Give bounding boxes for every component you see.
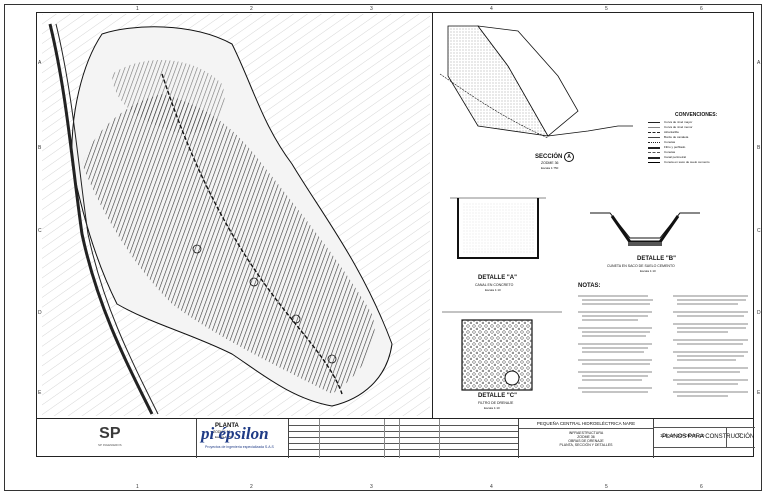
- zone-bottom-1: 1: [136, 484, 139, 490]
- detail-a-title: DETALLE "A": [478, 275, 517, 281]
- detail-b-title: DETALLE "B": [637, 256, 676, 262]
- zone-top-3: 3: [370, 6, 373, 12]
- section-a-drawing: [439, 25, 633, 139]
- zone-top-2: 2: [250, 6, 253, 12]
- zone-side-a: A: [757, 60, 761, 66]
- convention-item: Curva de nivel mayor: [648, 120, 748, 125]
- drawing-number: 1160-IF-ZO-DR-PL-20: [660, 433, 705, 438]
- notes-title: NOTAS:: [578, 283, 601, 289]
- convention-item: Filtro y perfilado: [648, 145, 748, 150]
- detail-a-scale: Escala 1:10: [485, 288, 501, 292]
- detail-a-subtitle: CANAL EN CONCRETO: [475, 283, 514, 287]
- sp-logo-subtitle: SP INGENIEROS: [98, 443, 122, 447]
- detail-a-drawing: [450, 197, 546, 259]
- convention-item: Borde de canaleta: [648, 135, 748, 140]
- zone-top-6: 6: [700, 6, 703, 12]
- sp-logo: SP SP INGENIEROS: [98, 425, 122, 447]
- plan-view-drawing: [42, 14, 430, 416]
- zone-bottom-5: 5: [605, 484, 608, 490]
- sheet-outer-border: [4, 4, 762, 491]
- convention-item: Alcantarilla: [648, 130, 748, 135]
- revision-history-table: [288, 419, 519, 458]
- pi-epsilon-logo: pi épsilon: [201, 424, 269, 444]
- zone-side-b: B: [757, 145, 761, 151]
- zone-side-e: E: [757, 390, 761, 396]
- sp-logo-text: SP: [99, 425, 121, 442]
- view-divider: [432, 12, 433, 418]
- pi-epsilon-logo-subtitle: Proyectos de ingeniería especializada S.…: [205, 445, 274, 449]
- conventions-title: CONVENCIONES:: [675, 112, 718, 118]
- zone-top-4: 4: [490, 6, 493, 12]
- convention-item: Cunetas: [648, 150, 748, 155]
- section-a-subtitle: ZODME 36: [541, 161, 559, 165]
- zone-bottom-6: 6: [700, 484, 703, 490]
- zone-bottom-4: 4: [490, 484, 493, 490]
- detail-b-drawing: [590, 212, 700, 246]
- revision-number: 0: [738, 433, 741, 439]
- zone-bottom-3: 3: [370, 484, 373, 490]
- convention-item: Cunetas: [648, 140, 748, 145]
- notes-text-block: [578, 295, 748, 397]
- detail-c-scale: Escala 1:10: [484, 406, 500, 410]
- zone-side-c: C: [757, 228, 761, 234]
- title-block: SP SP INGENIEROS pi épsilon Proyectos de…: [36, 418, 755, 458]
- project-title-cell: PEQUEÑA CENTRAL HIDROELÉCTRICA NARE INFR…: [518, 419, 653, 458]
- zone-side-d: D: [757, 310, 761, 316]
- zone-top-1: 1: [136, 6, 139, 12]
- planos-para-construccion-label: PLANOS PARA CONSTRUCCIÓN: [662, 434, 755, 440]
- drawing-number-cell: 1160-IF-ZO-DR-PL-20 0: [653, 419, 755, 458]
- title-line-4: PLANTA, SECCIÓN Y DETALLES: [559, 443, 613, 447]
- zone-left-c: C: [38, 228, 42, 234]
- section-a-title: SECCIÓN A: [535, 152, 575, 162]
- sheet-inner-border: [36, 12, 754, 457]
- zone-left-a: A: [38, 60, 42, 66]
- plan-scale: Escala 1:750: [215, 435, 233, 439]
- zone-left-b: B: [38, 145, 42, 151]
- plan-subtitle: ZODME 36: [213, 430, 231, 434]
- title-line-3: OBRAS DE DRENAJE: [568, 439, 604, 443]
- plan-title: PLANTA: [215, 423, 239, 429]
- title-block-logo1-cell: SP SP INGENIEROS: [36, 419, 196, 458]
- section-a-scale: Escala 1:750: [541, 166, 559, 170]
- title-line-2: ZODME 36: [577, 435, 595, 439]
- zone-left-e: E: [38, 390, 42, 396]
- project-name: PEQUEÑA CENTRAL HIDROELÉCTRICA NARE: [536, 421, 636, 426]
- detail-c-subtitle: FILTRO DE DRENAJE: [478, 401, 514, 405]
- zone-top-5: 5: [605, 6, 608, 12]
- zone-bottom-2: 2: [250, 484, 253, 490]
- detail-b-subtitle: CUNETA EN SACO DE SUELO CEMENTO: [607, 264, 675, 268]
- detail-c-drawing: [442, 311, 562, 391]
- detail-c-title: DETALLE "C": [478, 393, 517, 399]
- detail-b-scale: Escala 1:10: [640, 269, 656, 273]
- pi-epsilon-logo-text: pi épsilon: [201, 424, 269, 443]
- conventions-list: Curva de nivel mayor Curva de nivel meno…: [648, 120, 748, 165]
- title-line-1: INFRAESTRUCTURA: [568, 431, 604, 435]
- title-block-logo2-cell: pi épsilon Proyectos de ingeniería espec…: [196, 419, 288, 458]
- convention-item: Curva de nivel menor: [648, 125, 748, 130]
- convention-item: Cuneta en saco de suelo cemento: [648, 160, 748, 165]
- convention-item: Canal perimetral: [648, 155, 748, 160]
- zone-left-d: D: [38, 310, 42, 316]
